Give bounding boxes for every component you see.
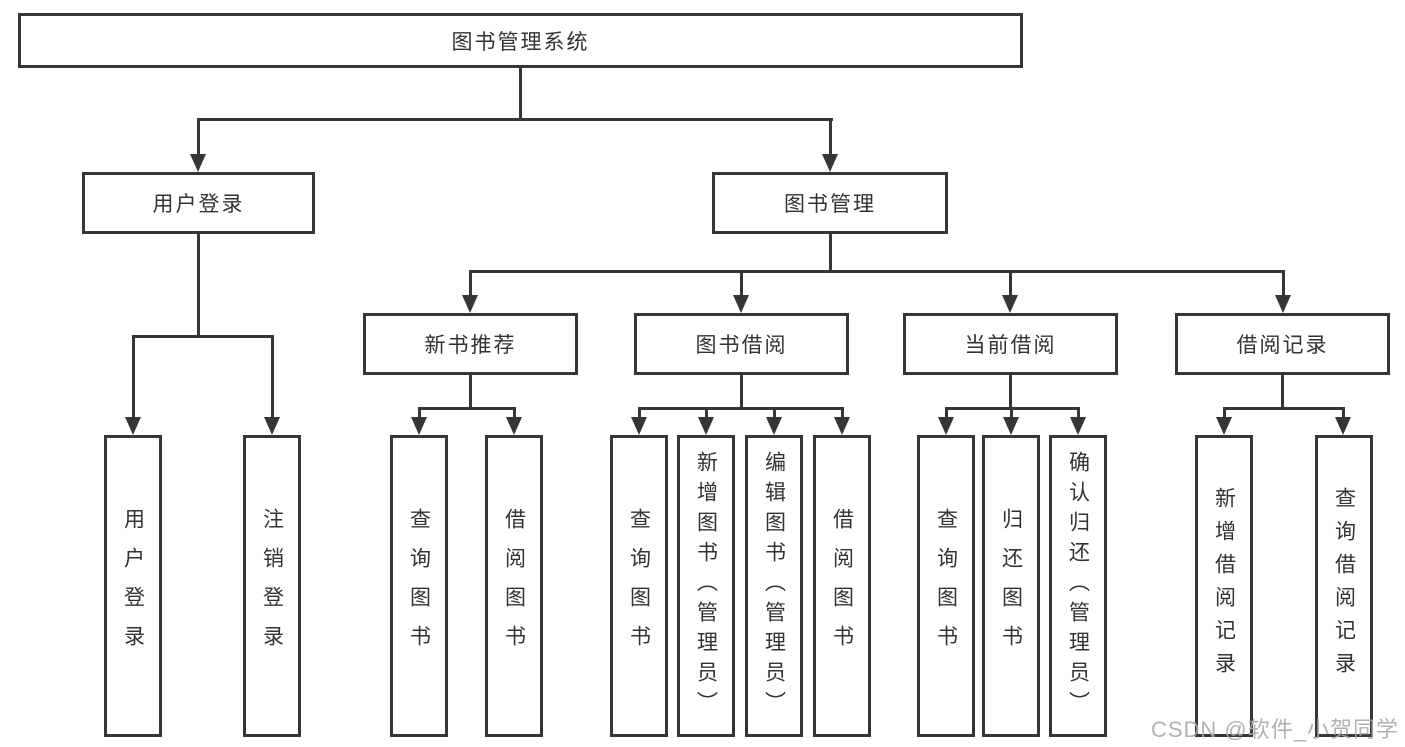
connector-line xyxy=(469,270,472,295)
connector-line xyxy=(1223,407,1226,419)
node-current-borrowing-label: 当前借阅 xyxy=(964,334,1057,357)
leaf-edit-books-admin: 编辑图书（管理员） xyxy=(745,435,803,737)
connector-line xyxy=(271,335,274,417)
arrowhead-down-icon xyxy=(631,417,647,435)
node-user-login: 用户登录 xyxy=(82,172,315,234)
leaf-query-borrow-record: 查询借阅记录 xyxy=(1315,435,1373,737)
leaf-add-borrow-record: 新增借阅记录 xyxy=(1195,435,1253,737)
leaf-user-login: 用户登录 xyxy=(104,435,162,737)
node-user-login-label: 用户登录 xyxy=(152,193,245,216)
connector-line xyxy=(1009,270,1012,295)
leaf-logout: 注销登录 xyxy=(243,435,301,737)
arrowhead-down-icon xyxy=(766,417,782,435)
arrowhead-down-icon xyxy=(411,417,427,435)
connector-line xyxy=(197,118,833,121)
connector-line xyxy=(1010,407,1013,419)
leaf-borrow-books: 借阅图书 xyxy=(485,435,543,737)
connector-line xyxy=(1223,407,1345,410)
connector-line xyxy=(197,118,200,156)
connector-line xyxy=(1282,270,1285,295)
leaf-add-books-admin: 新增图书（管理员） xyxy=(677,435,735,737)
leaf-logout-label: 注销登录 xyxy=(260,508,284,664)
arrowhead-down-icon xyxy=(1070,417,1086,435)
connector-line xyxy=(513,407,516,419)
arrowhead-down-icon xyxy=(1002,295,1018,313)
connector-line xyxy=(638,407,844,410)
leaf-query-books: 查询图书 xyxy=(917,435,975,737)
connector-line xyxy=(841,407,844,419)
connector-line xyxy=(740,270,743,295)
arrowhead-down-icon xyxy=(264,417,280,435)
node-new-book-recommend-label: 新书推荐 xyxy=(424,334,517,357)
leaf-query-books: 查询图书 xyxy=(610,435,668,737)
leaf-borrow-books: 借阅图书 xyxy=(813,435,871,737)
arrowhead-down-icon xyxy=(698,417,714,435)
arrowhead-down-icon xyxy=(190,154,206,172)
connector-line xyxy=(197,234,200,337)
connector-line xyxy=(132,335,274,338)
arrowhead-down-icon xyxy=(1335,417,1351,435)
node-root: 图书管理系统 xyxy=(18,13,1023,68)
leaf-query-borrow-record-label: 查询借阅记录 xyxy=(1332,487,1356,685)
connector-line xyxy=(638,407,641,419)
node-current-borrowing: 当前借阅 xyxy=(903,313,1118,375)
leaf-borrow-books-label: 借阅图书 xyxy=(502,508,526,664)
connector-line xyxy=(829,118,832,156)
connector-line xyxy=(1009,375,1012,409)
connector-line xyxy=(1342,407,1345,419)
arrowhead-down-icon xyxy=(834,417,850,435)
leaf-add-borrow-record-label: 新增借阅记录 xyxy=(1212,487,1236,685)
leaf-edit-books-admin-label: 编辑图书（管理员） xyxy=(762,451,786,721)
arrowhead-down-icon xyxy=(822,154,838,172)
node-borrowing-records-label: 借阅记录 xyxy=(1236,334,1329,357)
node-root-label: 图书管理系统 xyxy=(451,30,590,54)
arrowhead-down-icon xyxy=(125,417,141,435)
node-book-management: 图书管理 xyxy=(712,172,948,234)
leaf-confirm-return-admin: 确认归还（管理员） xyxy=(1049,435,1107,737)
leaf-return-books: 归还图书 xyxy=(982,435,1040,737)
connector-line xyxy=(773,407,776,419)
leaf-query-books-label: 查询图书 xyxy=(934,508,958,664)
leaf-query-books-label: 查询图书 xyxy=(627,508,651,664)
arrowhead-down-icon xyxy=(462,295,478,313)
leaf-user-login-label: 用户登录 xyxy=(121,508,145,664)
leaf-borrow-books-label: 借阅图书 xyxy=(830,508,854,664)
connector-line xyxy=(740,375,743,409)
leaf-query-books-label: 查询图书 xyxy=(407,508,431,664)
connector-line xyxy=(418,407,516,410)
arrowhead-down-icon xyxy=(733,295,749,313)
leaf-confirm-return-admin-label: 确认归还（管理员） xyxy=(1066,451,1090,721)
leaf-query-books: 查询图书 xyxy=(390,435,448,737)
connector-line xyxy=(132,335,135,417)
node-borrowing-records: 借阅记录 xyxy=(1175,313,1390,375)
arrowhead-down-icon xyxy=(1216,417,1232,435)
connector-line xyxy=(469,375,472,409)
connector-line xyxy=(705,407,708,419)
connector-line xyxy=(519,68,522,121)
connector-line xyxy=(945,407,948,419)
connector-line xyxy=(418,407,421,419)
arrowhead-down-icon xyxy=(506,417,522,435)
leaf-return-books-label: 归还图书 xyxy=(999,508,1023,664)
connector-line xyxy=(469,270,1284,273)
arrowhead-down-icon xyxy=(1003,417,1019,435)
arrowhead-down-icon xyxy=(1275,295,1291,313)
connector-line xyxy=(1281,375,1284,409)
connector-line xyxy=(1077,407,1080,419)
node-book-borrowing: 图书借阅 xyxy=(634,313,849,375)
node-book-borrowing-label: 图书借阅 xyxy=(695,334,788,357)
leaf-add-books-admin-label: 新增图书（管理员） xyxy=(694,451,718,721)
node-new-book-recommend: 新书推荐 xyxy=(363,313,578,375)
arrowhead-down-icon xyxy=(938,417,954,435)
connector-line xyxy=(829,234,832,273)
node-book-management-label: 图书管理 xyxy=(784,193,876,216)
